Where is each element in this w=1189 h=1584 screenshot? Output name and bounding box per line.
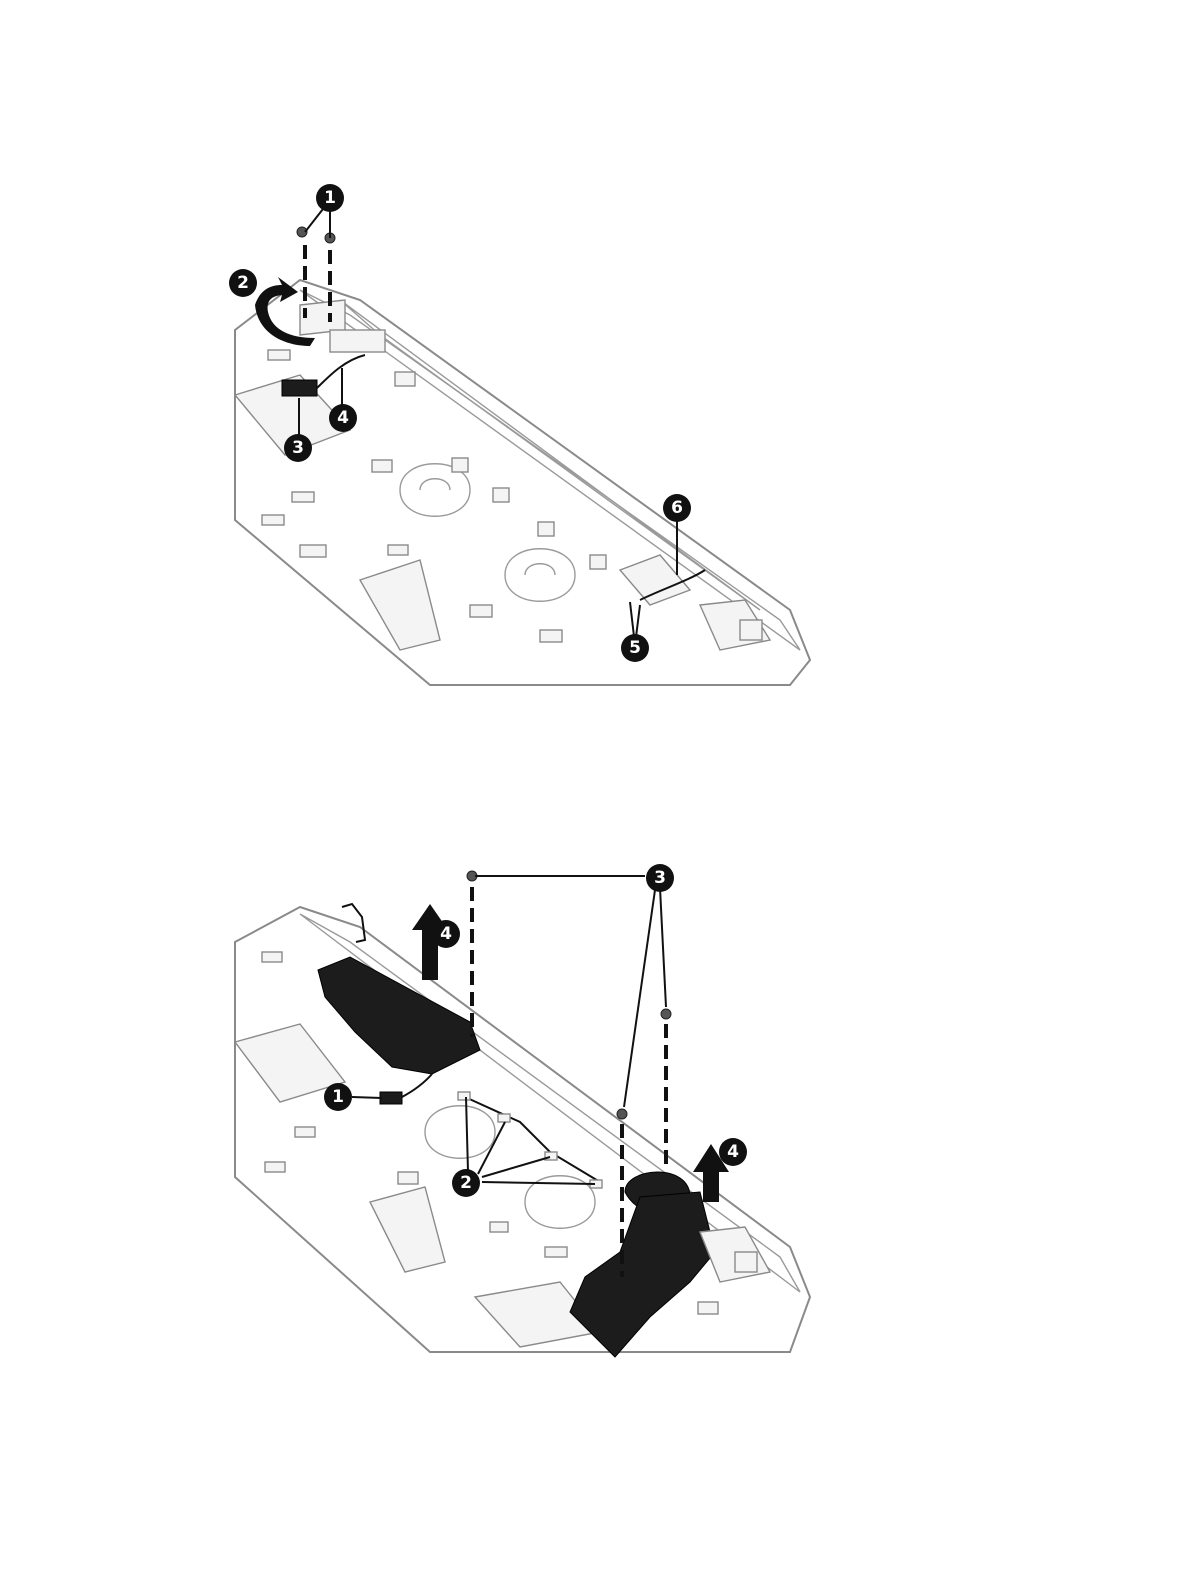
callout-label: 2: [460, 1173, 472, 1193]
callout-4: 4: [719, 1138, 747, 1166]
figure-bottom-diagram: 1 2 3 4 4: [0, 792, 1189, 1584]
cable-clip: [498, 1114, 510, 1122]
callout-label: 2: [237, 273, 249, 293]
leader-3c: [624, 890, 655, 1107]
callout-3: 3: [646, 864, 674, 892]
callout-6: 6: [663, 494, 691, 522]
callout-label: 1: [332, 1087, 344, 1107]
callout-2: 2: [452, 1169, 480, 1197]
callout-label: 4: [727, 1142, 739, 1162]
callout-label: 3: [292, 438, 304, 458]
leader-1: [352, 1097, 382, 1098]
connector-e: [395, 372, 415, 386]
screw-icon: [661, 1009, 671, 1019]
connector-i: [540, 630, 562, 642]
speaker-connector: [380, 1092, 402, 1104]
connector-c: [265, 1162, 285, 1172]
pad-2: [493, 488, 509, 502]
callout-label: 4: [440, 924, 452, 944]
screw-icon: [617, 1109, 627, 1119]
callout-3: 3: [284, 434, 312, 462]
connector-f: [300, 545, 326, 557]
right-bracket: [735, 1252, 757, 1272]
callout-label: 4: [337, 408, 349, 428]
cable-clip: [458, 1092, 470, 1100]
connector-b: [295, 1127, 315, 1137]
callout-label: 3: [654, 868, 666, 888]
connector-g: [388, 545, 408, 555]
connector-c: [262, 515, 284, 525]
connector-a: [262, 952, 282, 962]
hinge-cover: [330, 330, 385, 352]
connector-a: [268, 350, 290, 360]
figure-top-diagram: 1 2 3 4 5 6: [0, 0, 1189, 792]
connector-d: [398, 1172, 418, 1184]
pad-3: [538, 522, 554, 536]
callout-label: 1: [324, 188, 336, 208]
callout-label: 6: [671, 498, 683, 518]
callout-5: 5: [621, 634, 649, 662]
callout-1: 1: [316, 184, 344, 212]
callout-2: 2: [229, 269, 257, 297]
callout-1: 1: [324, 1083, 352, 1111]
connector-d: [372, 460, 392, 472]
display-connector: [282, 380, 317, 396]
connector-f: [545, 1247, 567, 1257]
callout-4: 4: [432, 920, 460, 948]
pad-1: [452, 458, 468, 472]
leader-3b: [660, 888, 666, 1007]
callout-4: 4: [329, 404, 357, 432]
right-bracket: [740, 620, 762, 640]
connector-e: [490, 1222, 508, 1232]
callout-label: 5: [629, 638, 641, 658]
pad-4: [590, 555, 606, 569]
connector-b: [292, 492, 314, 502]
connector-g: [698, 1302, 718, 1314]
connector-h: [470, 605, 492, 617]
